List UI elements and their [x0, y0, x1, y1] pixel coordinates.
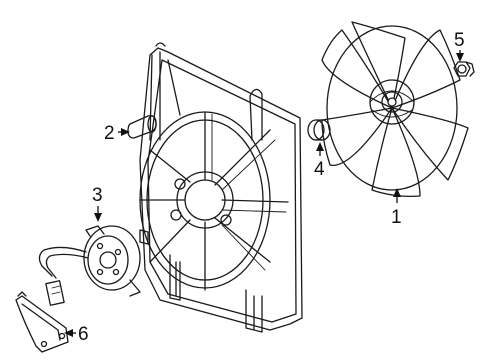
fan-motor — [38, 225, 141, 306]
callout-4-label: 4 — [314, 159, 325, 180]
shroud-pin — [127, 114, 157, 139]
cooling-fan — [321, 21, 469, 198]
callout-1-label: 1 — [391, 207, 402, 228]
fan-spacer — [307, 119, 331, 141]
fan-nut — [453, 61, 475, 77]
callout-3: 3 — [92, 185, 103, 222]
callout-4: 4 — [314, 142, 325, 180]
callout-2-label: 2 — [104, 123, 115, 144]
callout-1: 1 — [391, 188, 402, 228]
callout-3-label: 3 — [92, 185, 103, 206]
callout-6-label: 6 — [78, 324, 89, 345]
callout-5: 5 — [454, 30, 465, 62]
callout-5-label: 5 — [454, 30, 465, 51]
callout-6: 6 — [64, 324, 89, 345]
wire-bracket — [15, 291, 69, 353]
fan-shroud — [139, 42, 303, 333]
callout-2: 2 — [104, 123, 130, 144]
